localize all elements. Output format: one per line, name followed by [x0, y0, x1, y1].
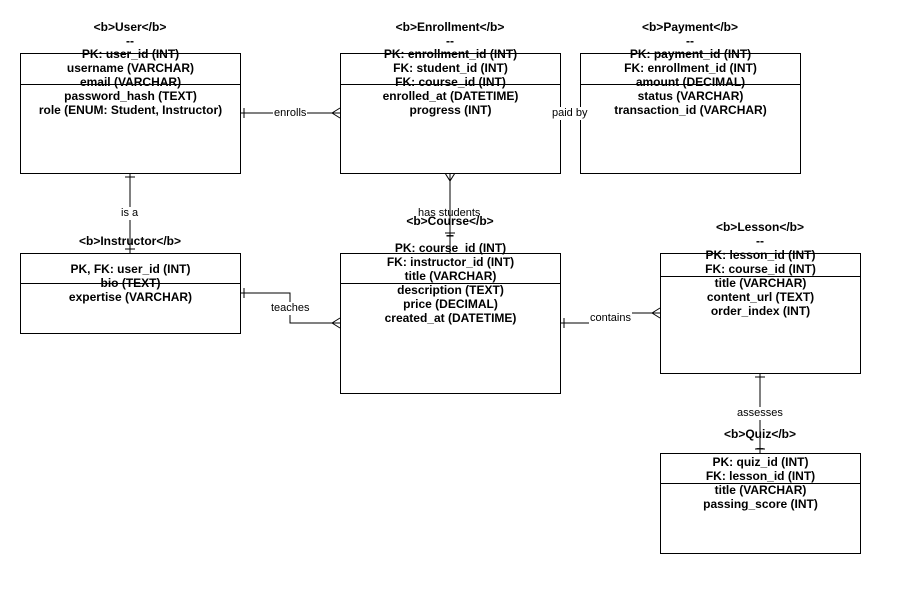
quiz-attribute: FK: lesson_id (INT) [705, 469, 816, 483]
course-attribute: PK: course_id (INT) [394, 241, 507, 255]
payment-attribute: PK: payment_id (INT) [629, 47, 752, 61]
user-entity-divider [21, 84, 240, 85]
course-attribute-list: PK: course_id (INT) FK: instructor_id (I… [340, 241, 561, 325]
lesson-entity-divider [661, 276, 860, 277]
user-entity-title: <b>User</b> [93, 20, 167, 34]
edge-has-students [444, 172, 456, 253]
quiz-attribute: PK: quiz_id (INT) [712, 455, 809, 469]
enrollment-attribute: PK: enrollment_id (INT) [383, 47, 518, 61]
user-entity-dash: -- [126, 34, 134, 48]
payment-attribute: transaction_id (VARCHAR) [614, 103, 767, 117]
quiz-entity-dash: -- [756, 441, 764, 455]
enrollment-entity-title: <b>Enrollment</b> [395, 20, 505, 34]
lesson-entity-title: <b>Lesson</b> [715, 220, 805, 234]
lesson-attribute-list: PK: lesson_id (INT) FK: course_id (INT) … [660, 248, 861, 318]
quiz-entity-title: <b>Quiz</b> [723, 427, 797, 441]
instructor-entity-title: <b>Instructor</b> [78, 234, 182, 248]
payment-entity-divider [581, 84, 800, 85]
lesson-attribute: title (VARCHAR) [714, 276, 807, 290]
user-attribute: password_hash (TEXT) [64, 89, 197, 103]
course-entity-divider [341, 283, 560, 284]
payment-entity-title: <b>Payment</b> [641, 20, 739, 34]
relationship-label-assesses: assesses [736, 407, 784, 420]
payment-attribute: amount (DECIMAL) [635, 75, 746, 89]
lesson-entity [660, 253, 861, 374]
user-attribute: email (VARCHAR) [79, 75, 182, 89]
lesson-attribute: order_index (INT) [710, 304, 811, 318]
relationship-label-teaches: teaches [270, 302, 311, 315]
quiz-attribute: title (VARCHAR) [714, 483, 807, 497]
quiz-entity-divider [661, 483, 860, 484]
lesson-attribute: content_url (TEXT) [706, 290, 815, 304]
course-attribute: title (VARCHAR) [404, 269, 497, 283]
course-attribute: price (DECIMAL) [403, 297, 498, 311]
user-entity [20, 53, 241, 174]
quiz-attribute: passing_score (INT) [703, 497, 818, 511]
instructor-entity [20, 253, 241, 334]
payment-attribute-list: PK: payment_id (INT) FK: enrollment_id (… [580, 47, 801, 117]
payment-attribute: FK: enrollment_id (INT) [624, 61, 757, 75]
instructor-entity-divider [21, 283, 240, 284]
enrollment-entity [340, 53, 561, 174]
user-attribute: PK: user_id (INT) [81, 47, 180, 61]
quiz-attribute-list: PK: quiz_id (INT) FK: lesson_id (INT) ti… [660, 455, 861, 511]
user-attribute-list: PK: user_id (INT) username (VARCHAR) ema… [20, 47, 241, 117]
relationship-label-is-a: is a [120, 207, 140, 220]
enrollment-entity-divider [341, 84, 560, 85]
payment-attribute: status (VARCHAR) [637, 89, 744, 103]
course-entity-dash: -- [446, 228, 454, 242]
course-entity-title: <b>Course</b> [406, 214, 494, 228]
course-attribute: FK: instructor_id (INT) [386, 255, 515, 269]
instructor-attribute: PK, FK: user_id (INT) [70, 262, 191, 276]
relationship-label-paid-by: paid by [551, 107, 589, 120]
instructor-attribute: expertise (VARCHAR) [68, 290, 193, 304]
lesson-entity-dash: -- [756, 234, 764, 248]
instructor-attribute: bio (TEXT) [100, 276, 161, 290]
course-attribute: description (TEXT) [397, 283, 504, 297]
enrollment-attribute: enrolled_at (DATETIME) [382, 89, 519, 103]
user-attribute: username (VARCHAR) [66, 61, 195, 75]
enrollment-attribute: progress (INT) [409, 103, 492, 117]
enrollment-attribute: FK: course_id (INT) [395, 75, 506, 89]
enrollment-attribute: FK: student_id (INT) [393, 61, 508, 75]
quiz-entity [660, 453, 861, 554]
instructor-attribute-list: PK, FK: user_id (INT) bio (TEXT) experti… [20, 262, 241, 304]
payment-entity-dash: -- [686, 34, 694, 48]
relationship-label-contains: contains [589, 312, 632, 325]
enrollment-attribute-list: PK: enrollment_id (INT) FK: student_id (… [340, 47, 561, 117]
enrollment-entity-dash: -- [446, 34, 454, 48]
course-attribute: created_at (DATETIME) [384, 311, 517, 325]
lesson-attribute: PK: lesson_id (INT) [705, 248, 816, 262]
relationship-label-has-students: has students [418, 207, 481, 219]
relationship-label-enrolls: enrolls [273, 107, 308, 120]
course-entity [340, 253, 561, 394]
user-attribute: role (ENUM: Student, Instructor) [38, 103, 223, 117]
lesson-attribute: FK: course_id (INT) [705, 262, 816, 276]
